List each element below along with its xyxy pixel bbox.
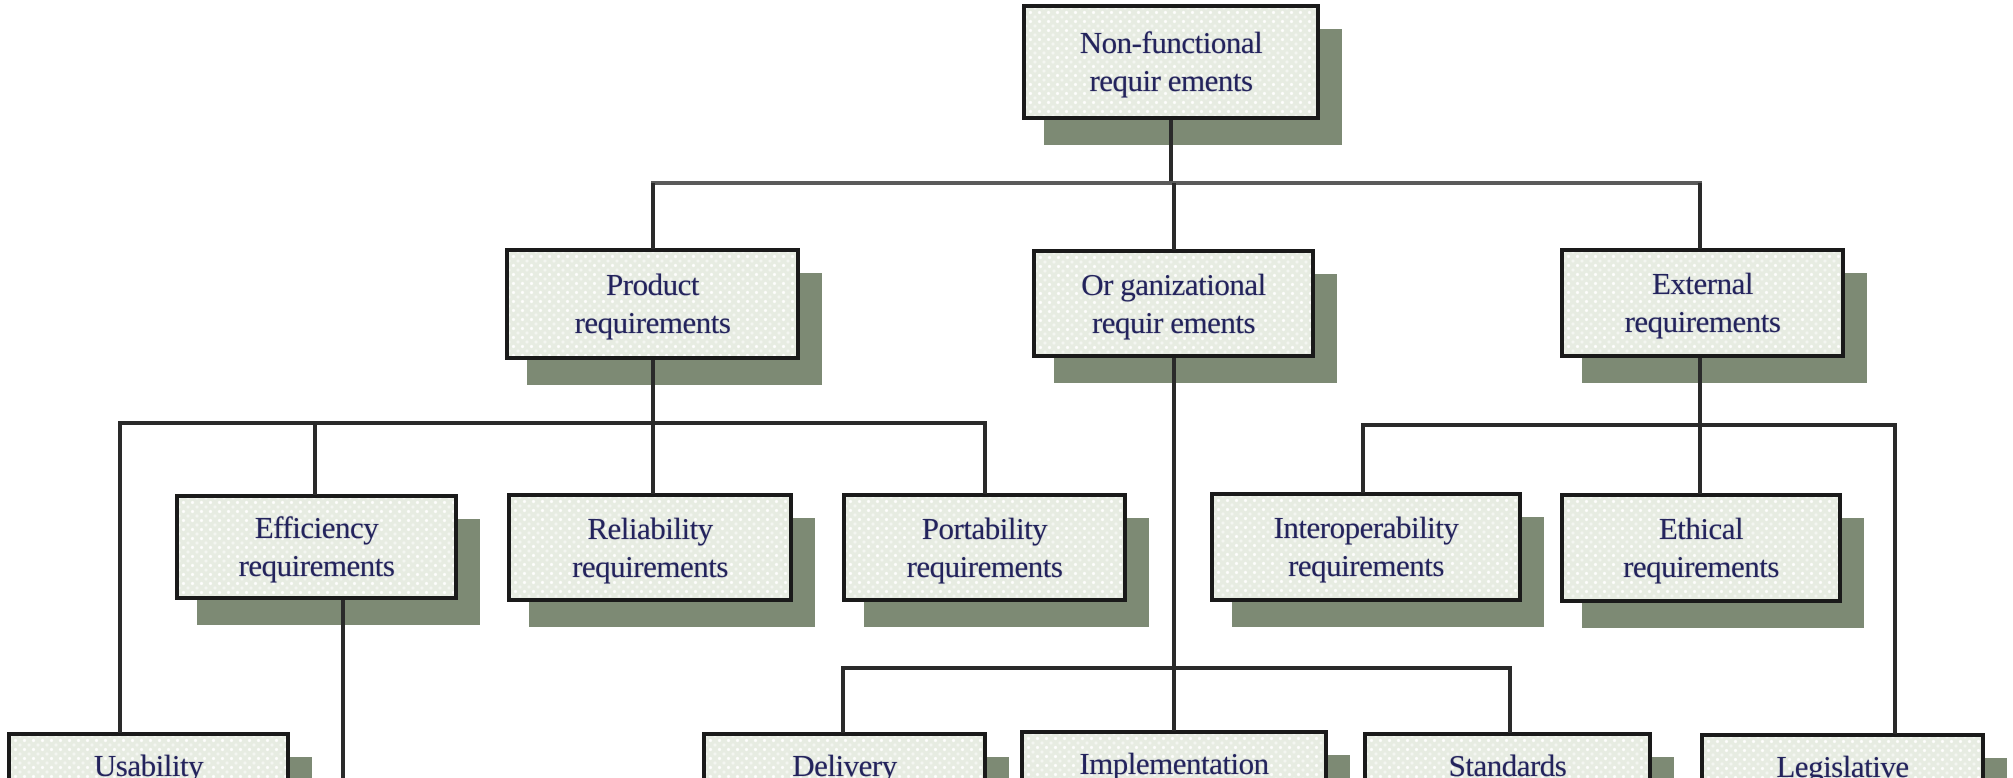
node-label-line: Or ganizational (1081, 266, 1266, 302)
connector-efficiency-descender (341, 600, 345, 778)
connector-drop-external (1698, 183, 1702, 249)
node-product-requirements: Product requirements (505, 248, 800, 360)
node-label-line: requir ements (1089, 63, 1253, 98)
node-label-line: requirements (574, 305, 731, 340)
node-label-line: Ethical (1658, 511, 1744, 546)
connector-drop-standards (1508, 666, 1512, 733)
node-ethical-requirements: Ethical requirements (1560, 493, 1842, 603)
node-standards: Standards (1363, 732, 1652, 778)
node-interoperability-requirements: Interoperability requirements (1210, 492, 1522, 602)
node-label-line: requir ements (1091, 304, 1256, 340)
node-implementation: Implementation (1020, 730, 1328, 778)
node-external-requirements: External requirements (1560, 248, 1845, 358)
node-label-line: External (1651, 266, 1754, 301)
connector-nonfunctional-riser (1169, 120, 1173, 183)
node-efficiency-requirements: Efficiency requirements (175, 494, 458, 600)
node-delivery: Delivery (702, 732, 987, 778)
node-label-line: Efficiency (254, 510, 379, 545)
node-label-line: requirements (238, 548, 395, 583)
node-label-line: Usability (93, 748, 204, 778)
node-label-line: Portability (921, 510, 1048, 546)
node-label-line: Delivery (792, 748, 897, 778)
node-label-line: requirements (1623, 549, 1779, 584)
node-label-line: Non-functional (1079, 25, 1263, 60)
connector-drop-organizational (1172, 183, 1176, 250)
node-label-line: Standards (1448, 748, 1567, 778)
node-label-line: Legislative (1776, 749, 1909, 778)
connector-drop-efficiency (313, 421, 317, 495)
connector-drop-reliability (651, 421, 655, 494)
node-label-line: Product (606, 267, 699, 302)
connector-drop-delivery (841, 666, 845, 733)
node-portability-requirements: Portability requirements (842, 493, 1127, 602)
node-label-line: Interoperability (1273, 510, 1459, 545)
connector-product-children-bus (118, 421, 987, 425)
node-label-line: Reliability (587, 510, 713, 546)
node-organizational-requirements: Or ganizational requir ements (1032, 249, 1315, 358)
node-label-line: requirements (572, 548, 728, 584)
node-label-line: requirements (1624, 304, 1781, 339)
connector-drop-interoperability (1361, 423, 1365, 493)
node-label-line: requirements (906, 548, 1063, 584)
node-legislative: Legislative (1700, 733, 1985, 778)
connector-external-children-bus (1361, 423, 1897, 427)
connector-organizational-children-bus (841, 666, 1512, 670)
node-label-line: Implementation (1079, 746, 1269, 778)
connector-drop-product (651, 183, 655, 249)
connector-level1-bus (651, 181, 1702, 185)
node-label-line: requirements (1288, 548, 1444, 583)
node-reliability-requirements: Reliability requirements (507, 493, 793, 602)
node-nonfunctional-requirements: Non-functional requir ements (1022, 4, 1320, 120)
connector-drop-portability (983, 421, 987, 494)
connector-organizational-riser (1172, 358, 1176, 731)
node-usability: Usability (7, 732, 290, 778)
connector-product-riser (651, 360, 655, 423)
connector-drop-legislative (1893, 423, 1897, 734)
connector-drop-usability (118, 421, 122, 733)
